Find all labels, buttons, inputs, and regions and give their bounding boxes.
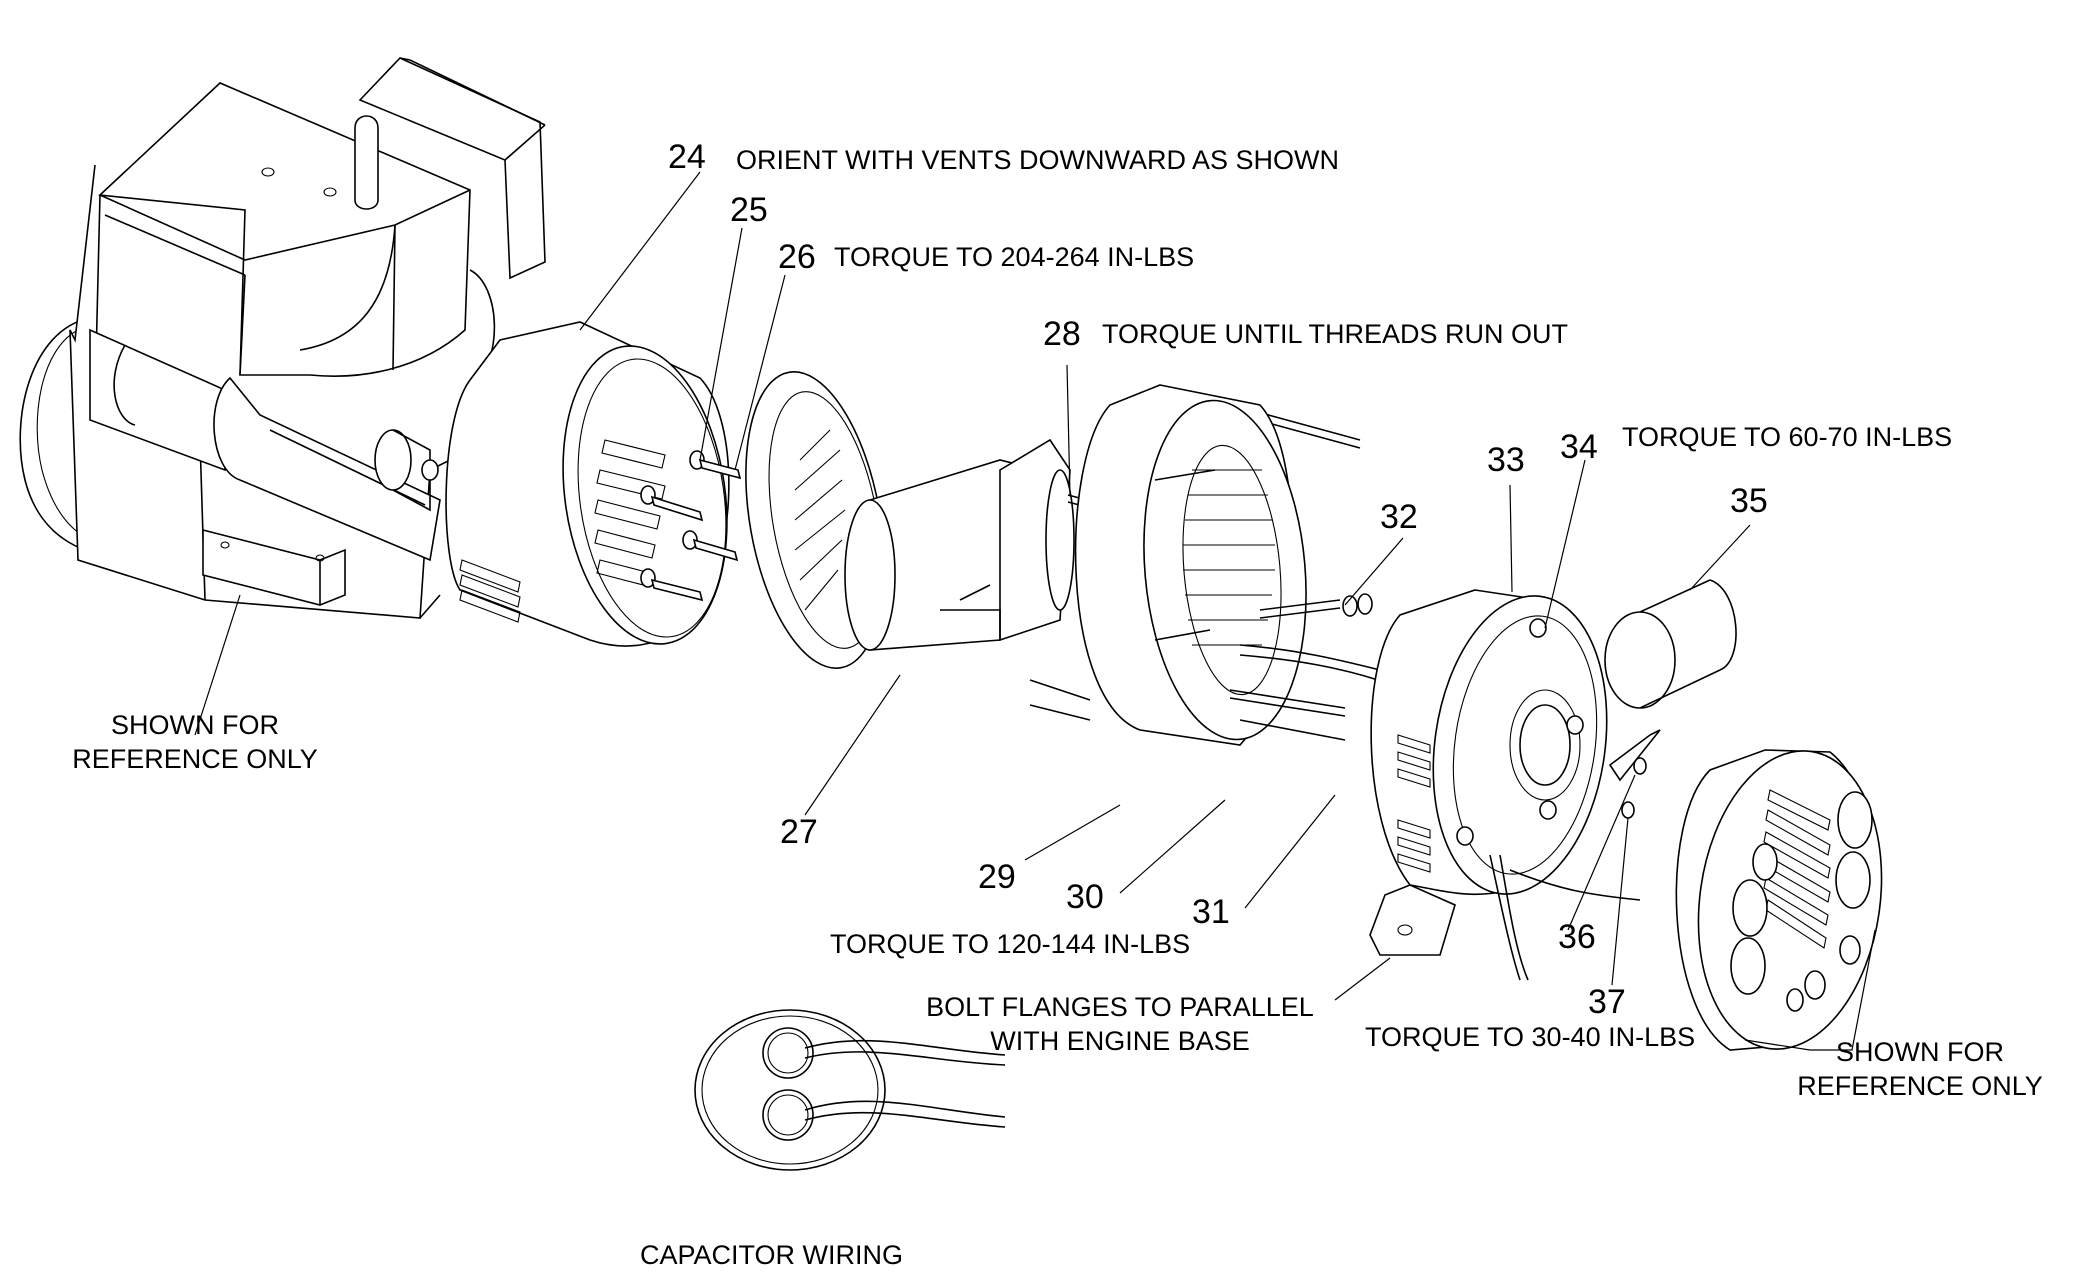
part-31-32-washer-nut [1259,593,1373,619]
note-torque-120-144: TORQUE TO 120-144 IN-LBS [830,929,1191,959]
part-35-capacitor [1604,579,1737,709]
note-cover-reference-only: SHOWN FOR REFERENCE ONLY [1780,1035,2060,1103]
note-34: TORQUE TO 60-70 IN-LBS [1622,422,1953,452]
callout-31: 31 [1192,893,1230,931]
callout-28: 28 [1043,315,1081,353]
note-engine-reference-only: SHOWN FOR REFERENCE ONLY [55,708,335,776]
callout-25: 25 [730,191,768,229]
callout-24: 24 [668,138,706,176]
note-bolt-flanges-line2: WITH ENGINE BASE [990,1026,1250,1056]
note-28: TORQUE UNTIL THREADS RUN OUT [1102,319,1569,349]
note-engine-ref-line1: SHOWN FOR [111,710,279,740]
note-24: ORIENT WITH VENTS DOWNWARD AS SHOWN [736,145,1340,175]
end-cover-reference [1675,749,1883,1051]
callout-33: 33 [1487,441,1525,479]
part-24-adapter-housing [445,321,742,647]
part-25-26-studs-bolts [640,450,742,602]
callout-29: 29 [978,858,1016,896]
engine-reference [19,57,546,619]
callout-34: 34 [1560,428,1598,466]
callout-35: 35 [1730,482,1768,520]
part-36-37-bracket-screws [1608,729,1661,819]
note-torque-30-40: TORQUE TO 30-40 IN-LBS [1365,1022,1696,1052]
note-engine-ref-line2: REFERENCE ONLY [72,744,318,774]
note-cover-ref-line2: REFERENCE ONLY [1797,1071,2043,1101]
callout-26: 26 [778,238,816,276]
callout-30: 30 [1066,878,1104,916]
callout-37: 37 [1588,983,1626,1021]
part-33-end-housing [1369,589,1641,981]
note-bolt-flanges: BOLT FLANGES TO PARALLEL WITH ENGINE BAS… [895,990,1345,1058]
leader-lines [194,171,1876,1051]
callout-27: 27 [780,813,818,851]
note-26: TORQUE TO 204-264 IN-LBS [834,242,1195,272]
note-bolt-flanges-line1: BOLT FLANGES TO PARALLEL [926,992,1314,1022]
callout-36: 36 [1558,918,1596,956]
callout-32: 32 [1380,498,1418,536]
part-27-rotor-fan [745,371,1075,669]
capacitor-wiring-caption: CAPACITOR WIRING [640,1240,904,1270]
part-29-stator [1074,384,1381,746]
note-cover-ref-line1: SHOWN FOR [1836,1037,2004,1067]
capacitor-wiring-detail [694,1009,1006,1171]
